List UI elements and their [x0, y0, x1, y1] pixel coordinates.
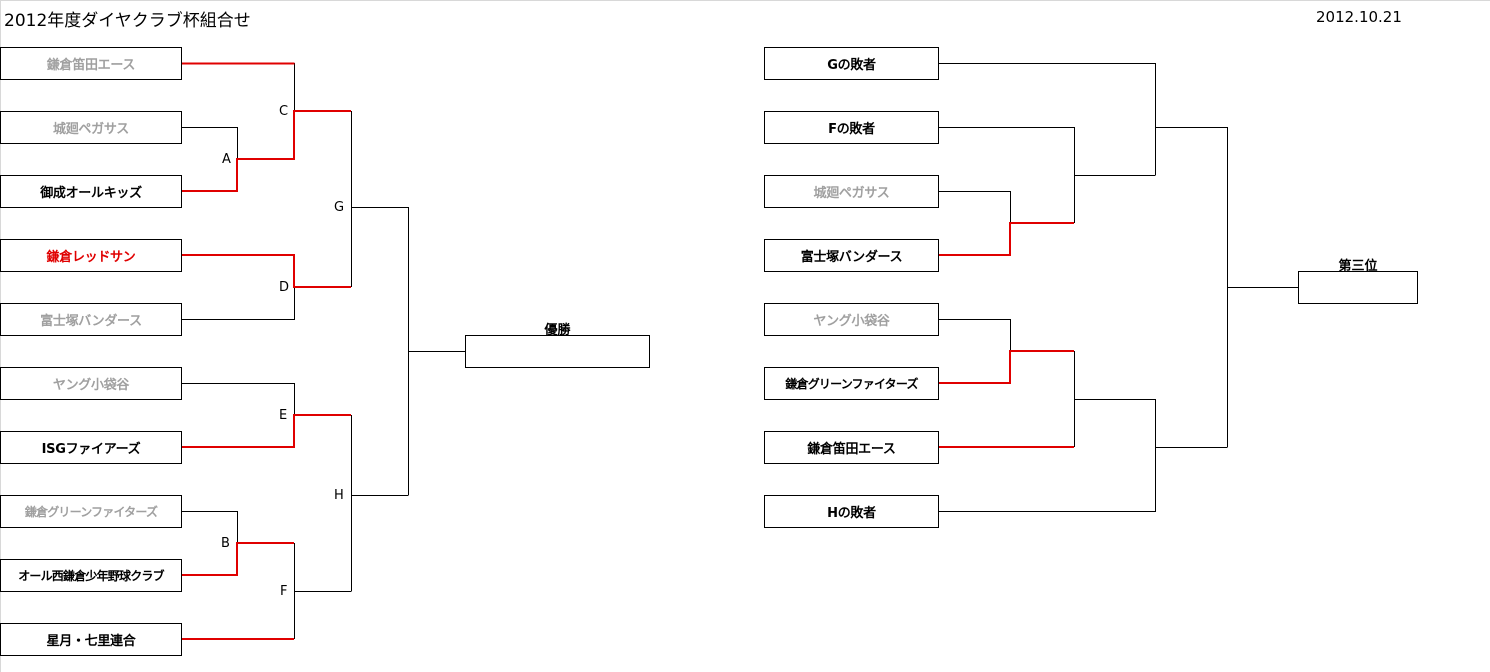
- win-line-r3-d: [181, 254, 351, 288]
- winner-lines: [181, 62, 1074, 640]
- third-place-team-box: 富士塚バンダース: [764, 239, 939, 272]
- match-label-c: C: [279, 104, 289, 119]
- main-team-box: ヤング小袋谷: [0, 367, 182, 400]
- win-line-3p-r3: [938, 222, 1074, 256]
- match-label-e: E: [279, 408, 288, 423]
- third-place-team-box: 鎌倉グリーンファイターズ: [764, 367, 939, 400]
- third-place-team-box: Fの敗者: [764, 111, 939, 144]
- line-3p-r2: [938, 191, 1011, 223]
- win-line-r2-a: [181, 110, 351, 192]
- line-3p-final: [1227, 127, 1298, 447]
- line-d-bottom: [181, 287, 295, 320]
- match-label-a: A: [222, 152, 231, 167]
- main-team-box: 御成オールキッズ: [0, 175, 182, 208]
- match-label-b: B: [221, 536, 230, 551]
- win-line-r6-e: [181, 414, 351, 448]
- line-3p-q2: [1074, 351, 1156, 447]
- win-line-r8-b: [181, 542, 294, 576]
- third-place-team-box: Gの敗者: [764, 47, 939, 80]
- main-team-box: オール西鎌倉少年野球クラブ: [0, 559, 182, 592]
- third-place-box: [1298, 271, 1418, 304]
- line-3p-r7: [938, 399, 1228, 512]
- main-team-box: 富士塚バンダース: [0, 303, 182, 336]
- third-place-team-box: 城廻ペガサス: [764, 175, 939, 208]
- main-team-box: 城廻ペガサス: [0, 111, 182, 144]
- line-g: [351, 111, 409, 287]
- line-e-top: [181, 383, 295, 415]
- line-h: [351, 415, 409, 591]
- line-f: [294, 543, 352, 639]
- line-3p-r0: [938, 63, 1156, 175]
- line-3p-r4: [938, 319, 1011, 351]
- third-place-team-box: ヤング小袋谷: [764, 303, 939, 336]
- line-b-top: [181, 511, 238, 543]
- third-place-team-box: 鎌倉笛田エース: [764, 431, 939, 464]
- win-line-3p-r5: [938, 350, 1074, 384]
- event-date: 2012.10.21: [1316, 8, 1402, 26]
- line-a-top: [181, 127, 238, 159]
- black-lines: [181, 63, 1298, 639]
- main-team-box: ISGファイアーズ: [0, 431, 182, 464]
- line-3p-q1: [1074, 127, 1228, 176]
- third-place-team-box: Hの敗者: [764, 495, 939, 528]
- match-label-f: F: [280, 584, 288, 599]
- main-team-box: 鎌倉笛田エース: [0, 47, 182, 80]
- champion-label: 優勝: [544, 323, 571, 338]
- champion-box: [465, 335, 650, 368]
- main-team-box: 星月・七里連合: [0, 623, 182, 656]
- match-label-h: H: [334, 488, 344, 503]
- main-team-box: 鎌倉グリーンファイターズ: [0, 495, 182, 528]
- line-3p-r1: [938, 127, 1075, 223]
- line-final: [408, 207, 465, 495]
- match-label-d: D: [279, 280, 290, 295]
- main-team-box: 鎌倉レッドサン: [0, 239, 182, 272]
- match-label-g: G: [334, 200, 345, 215]
- third-place-label: 第三位: [1338, 259, 1378, 274]
- page-title: 2012年度ダイヤクラブ杯組合せ: [4, 11, 251, 31]
